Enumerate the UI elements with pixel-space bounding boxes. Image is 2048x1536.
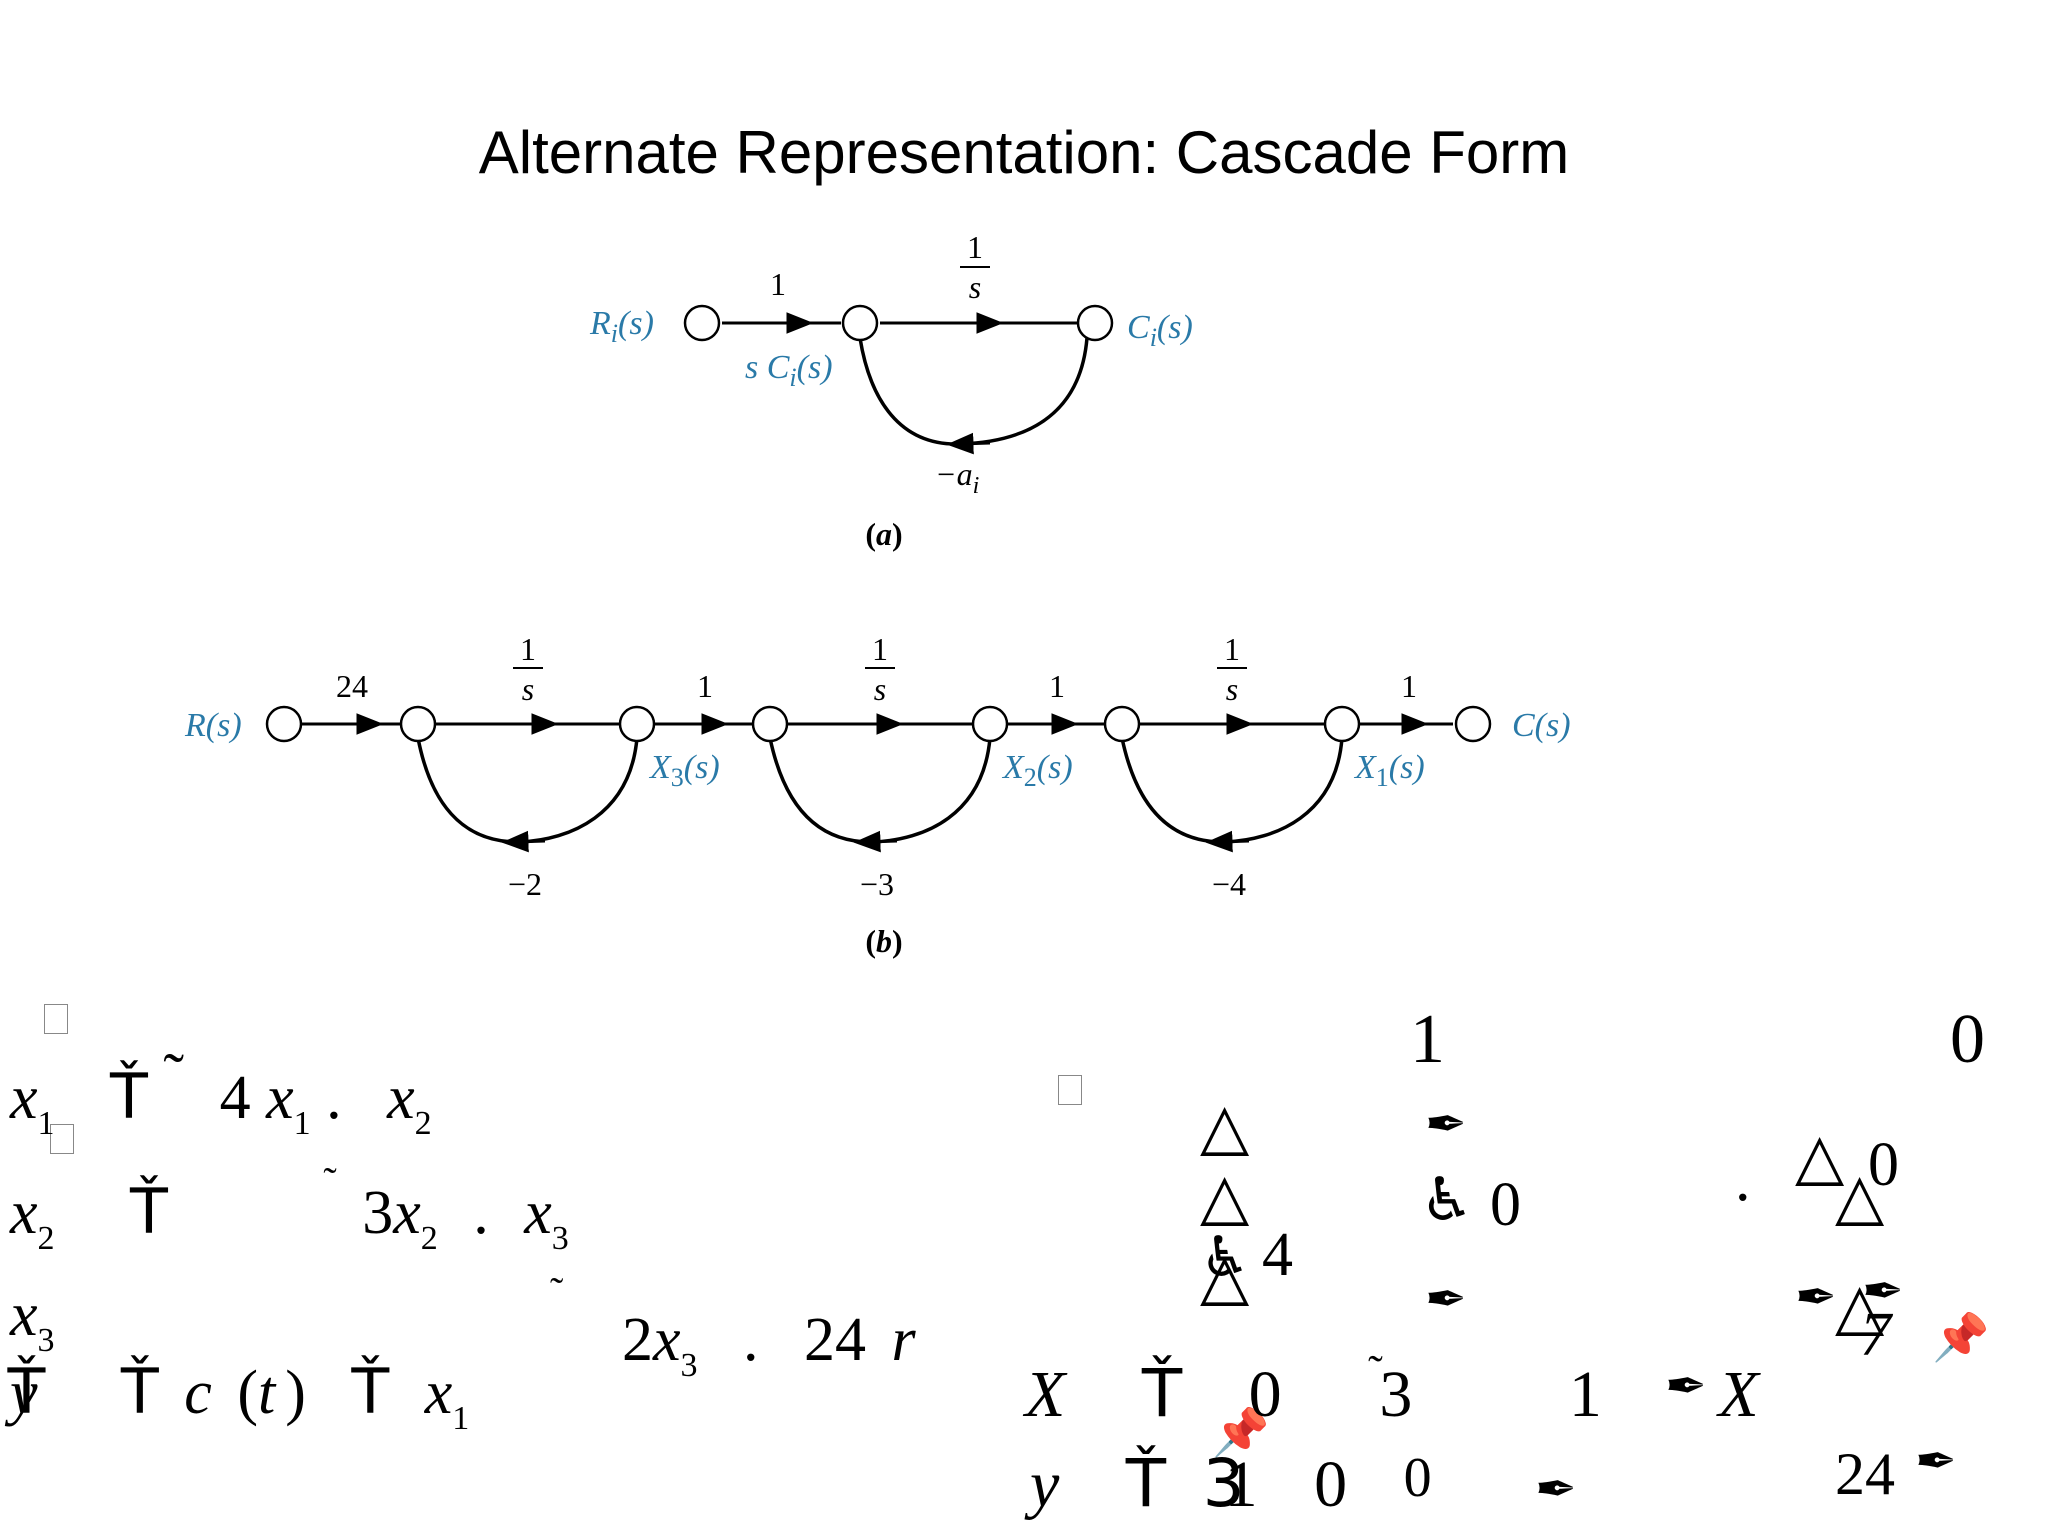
warning-triangle-icon: △ [1200, 1240, 1250, 1314]
svg-text:s: s [1226, 671, 1238, 707]
svg-text:s: s [522, 671, 534, 707]
matrix-entry: 0 [1490, 1171, 1521, 1239]
pen-nib-icon: ✒ [1535, 1460, 1577, 1518]
connector-gain-b-3: 1 [1401, 668, 1417, 704]
pushpin-icon: 📌 [1212, 1405, 1270, 1459]
gain-a-feedback: −ai [935, 456, 979, 499]
node-b-6 [1323, 705, 1361, 743]
label-b-output: C(s) [1512, 707, 1571, 744]
connector-gain-b-1: 1 [697, 668, 713, 704]
slide-title: Alternate Representation: Cascade Form [478, 119, 1570, 186]
svg-text:s: s [874, 671, 886, 707]
pen-nib-icon: ✒ [1425, 1095, 1467, 1153]
state-label-x1: X1(s) [1353, 749, 1425, 792]
node-b-1 [399, 705, 437, 743]
node-b-3 [751, 705, 789, 743]
pushpin-icon: 📌 [1932, 1310, 1990, 1364]
label-a-output: Ci(s) [1127, 309, 1193, 352]
gain-a-integrator-num: 1 [967, 229, 983, 265]
warning-triangle-icon: △ [1200, 1090, 1250, 1164]
node-a-output [1076, 304, 1114, 342]
pen-nib-icon: ✒ [1862, 1262, 1904, 1320]
missing-glyph-box [1058, 1075, 1082, 1105]
wheelchair-icon: ♿ [1200, 1225, 1251, 1290]
pen-nib-icon: ✒ [1795, 1268, 1837, 1326]
matrix-entry: 7 [1860, 1301, 1891, 1369]
equation-row-1: x1 Ť ˜ 4 x1 . x2 [10, 1042, 432, 1142]
matrix-dot: . [1735, 1146, 1751, 1214]
node-a-sum [841, 304, 879, 342]
node-b-2 [618, 705, 656, 743]
connector-gain-b-2: 1 [1049, 668, 1065, 704]
pen-nib-icon: ✒ [1915, 1432, 1957, 1490]
equation-row-3: x3 ˜ [10, 1269, 564, 1359]
pen-nib-icon: ✒ [1665, 1357, 1707, 1415]
integrator-gain-b-2: 1 s [865, 631, 895, 707]
gain-a-integrator-den: s [969, 269, 981, 305]
label-a-input: Ri(s) [589, 305, 654, 348]
integrator-gain-b-3: 1 s [1217, 631, 1247, 707]
caption-b: (b) [865, 923, 902, 959]
label-a-node: s Ci(s) [745, 349, 833, 392]
state-label-x3: X3(s) [648, 749, 720, 792]
pen-nib-icon: ✒ [1425, 1270, 1467, 1328]
gain-a-input: 1 [770, 266, 786, 302]
state-label-x2: X2(s) [1001, 749, 1073, 792]
node-b-4 [971, 705, 1009, 743]
matrix-top-number-2: 0 [1950, 1001, 1985, 1078]
node-b-output [1454, 705, 1492, 743]
matrix-top-number-1: 1 [1410, 1001, 1445, 1078]
feedback-gain-b-2: −3 [860, 866, 894, 902]
label-b-input: R(s) [184, 707, 242, 744]
wheelchair-icon: ♿ [1420, 1165, 1474, 1235]
state-equation-X: X Ť 0 ˜ 3 1 X [1025, 1347, 1759, 1432]
missing-glyph-box [44, 1004, 68, 1034]
caption-a: (a) [865, 516, 902, 552]
warning-triangle-icon: △ [1835, 1160, 1885, 1234]
svg-text:1: 1 [1224, 631, 1240, 667]
gain-b-input: 24 [336, 668, 368, 704]
output-equation-24: 24 [1835, 1441, 1895, 1507]
matrix-entry: 4 [1262, 1221, 1293, 1289]
equation-row-4: yŤ Ť c (t) Ť x1 [7, 1355, 470, 1437]
feedback-gain-b-3: −4 [1212, 866, 1246, 902]
output-equation-y: y Ť 31 0 0 [1030, 1445, 1432, 1522]
node-a-input [683, 304, 721, 342]
integrator-gain-b-1: 1 s [513, 631, 543, 707]
warning-triangle-icon: △ [1200, 1160, 1250, 1234]
equation-row-2: x2 Ť ˜ 3x2 . x3 [10, 1159, 569, 1257]
feedback-gain-b-1: −2 [508, 866, 542, 902]
node-b-input [265, 705, 303, 743]
warning-triangle-icon: △ [1835, 1270, 1885, 1344]
node-b-5 [1103, 705, 1141, 743]
equation-row-3-rhs: 2x3 . 24 r [622, 1306, 916, 1384]
matrix-entry: 0 [1868, 1131, 1899, 1199]
svg-text:1: 1 [872, 631, 888, 667]
missing-glyph-box [50, 1124, 74, 1154]
warning-triangle-icon: △ [1795, 1120, 1845, 1194]
svg-text:1: 1 [520, 631, 536, 667]
